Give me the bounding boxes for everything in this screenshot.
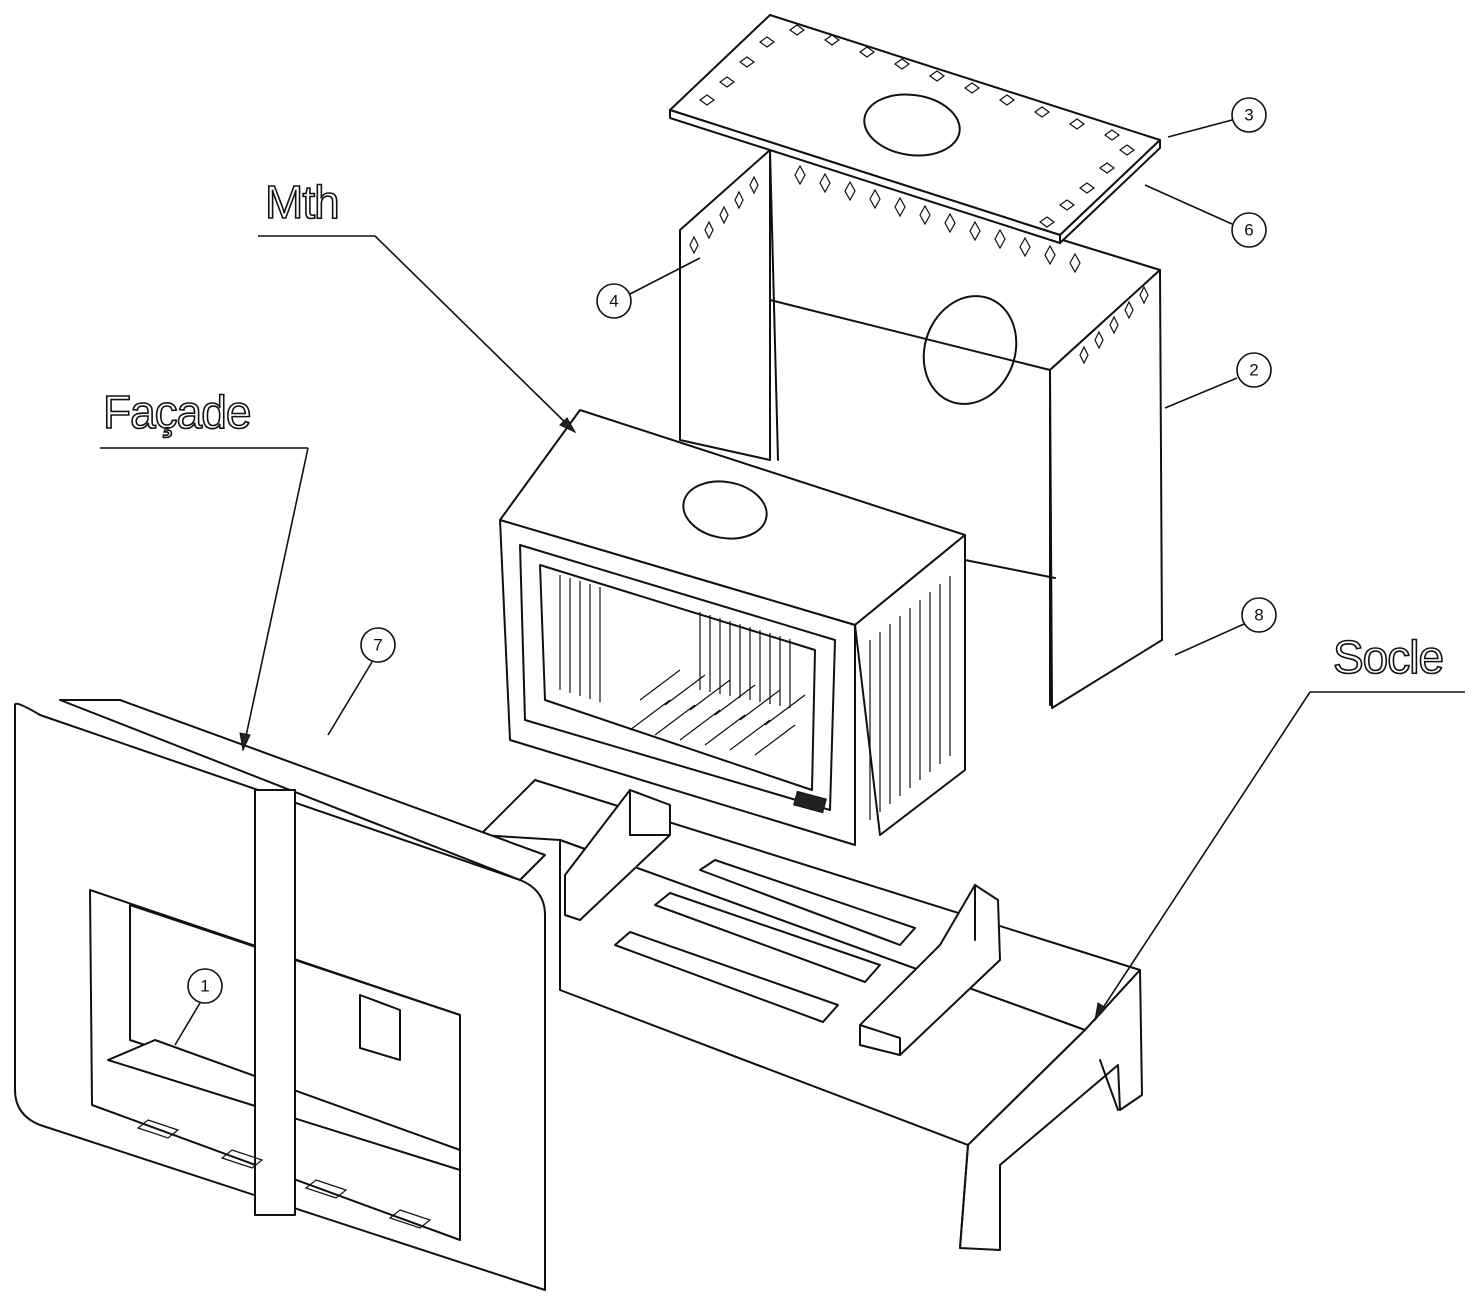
- svg-text:3: 3: [1244, 106, 1253, 125]
- callout-2: 2: [1164, 352, 1272, 409]
- callout-6: 6: [1144, 184, 1267, 248]
- firebox-insert: [499, 409, 966, 846]
- callout-7: 7: [327, 627, 396, 736]
- socle-base: [479, 779, 1143, 1251]
- callout-8: 8: [1174, 597, 1277, 656]
- svg-text:Mth: Mth: [265, 176, 339, 228]
- svg-text:1: 1: [200, 977, 209, 996]
- label-facade: Façade: [100, 385, 309, 752]
- label-mth: Mth: [258, 175, 577, 434]
- top-plate: [669, 14, 1161, 244]
- callout-1: 1: [174, 968, 223, 1046]
- casing-panel: [679, 149, 1163, 709]
- svg-text:4: 4: [609, 292, 618, 311]
- svg-text:Façade: Façade: [103, 386, 250, 438]
- label-socle: Socle: [1094, 630, 1465, 1022]
- svg-text:7: 7: [373, 636, 382, 655]
- callout-4: 4: [596, 257, 701, 319]
- callout-3: 3: [1167, 97, 1267, 138]
- svg-text:6: 6: [1244, 221, 1253, 240]
- svg-text:2: 2: [1249, 361, 1258, 380]
- vent-holes: [689, 164, 1149, 365]
- svg-text:Socle: Socle: [1333, 631, 1443, 683]
- facade-panel: [14, 699, 546, 1291]
- svg-text:8: 8: [1254, 606, 1263, 625]
